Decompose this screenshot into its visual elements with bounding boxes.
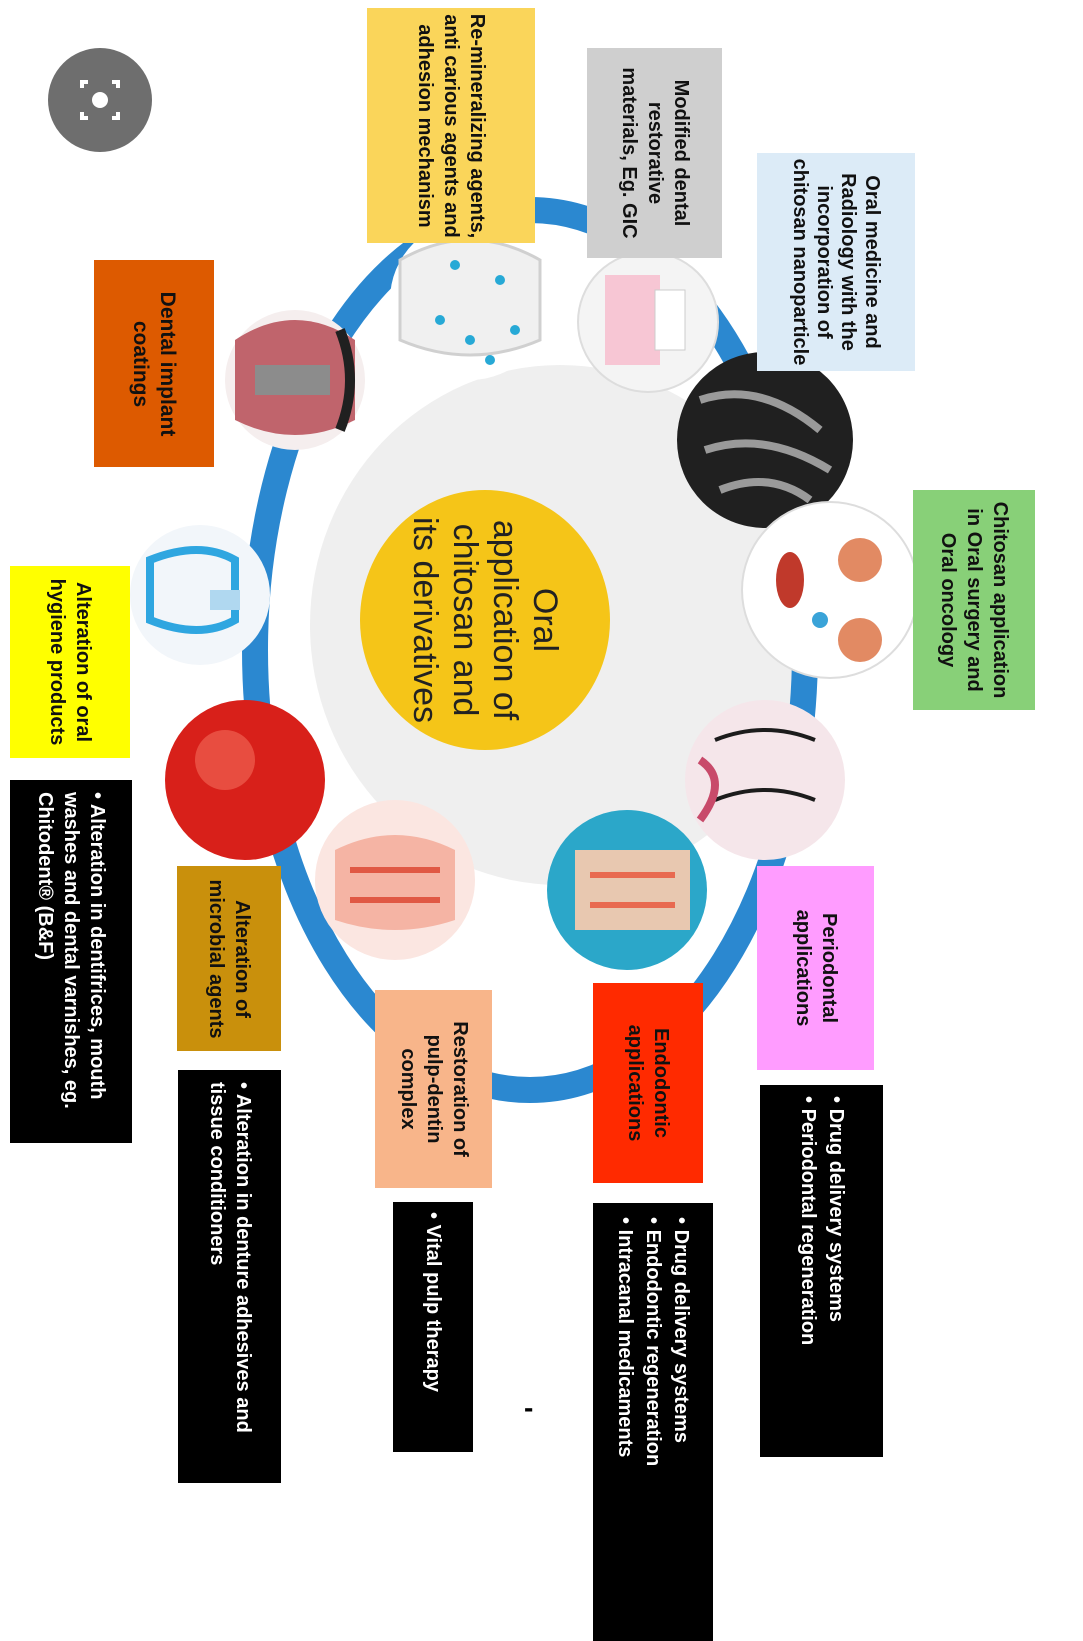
oral-medicine-box: Oral medicine and Radiology with the inc… — [757, 153, 915, 371]
modified-restorative-box: Modified dental restorative materials, E… — [587, 48, 722, 258]
bullet-item: • Endodontic regeneration — [639, 1217, 667, 1627]
microbial-box: Alteration of microbial agents — [177, 866, 281, 1051]
periodontal-teeth-image — [685, 700, 845, 860]
periodontal-box: Periodontal applications — [757, 866, 874, 1070]
remineralizing-box: Re-mineralizing agents, anti carious age… — [367, 8, 535, 243]
modified-restorative-label: Modified dental restorative materials, E… — [616, 53, 694, 253]
center-title: Oral application of chitosan and its der… — [405, 505, 565, 735]
periodontal-bullet-box: • Drug delivery systems • Periodontal re… — [760, 1085, 883, 1457]
microbial-label: Alteration of microbial agents — [203, 871, 255, 1046]
bullet-item: • Vital pulp therapy — [420, 1212, 446, 1442]
vital-pulp-bullet-box: • Vital pulp therapy — [393, 1202, 473, 1452]
dental-implant-label: Dental implant coatings — [127, 274, 181, 454]
denture-bullet-box: • Alteration in denture adhesives and ti… — [178, 1070, 281, 1483]
google-lens-icon[interactable] — [48, 48, 152, 152]
surgery-box: Chitosan application in Oral surgery and… — [913, 490, 1035, 710]
bullet-item: • Intracanal medicaments — [611, 1217, 639, 1627]
endodontic-tooth-image — [547, 810, 707, 970]
remineralizing-label: Re-mineralizing agents, anti carious age… — [412, 13, 490, 238]
periodontal-label: Periodontal applications — [790, 876, 842, 1061]
dash-mark: - — [524, 1392, 533, 1424]
endodontic-box: Endodontic applications — [593, 983, 703, 1183]
implant-image — [225, 310, 365, 450]
remineralizing-tooth-image — [390, 220, 550, 380]
bullet-item: • Alteration in dentifrices, mouth washe… — [32, 792, 110, 1132]
bullet-item: • Drug delivery systems — [667, 1217, 695, 1627]
endodontic-bullet-box: • Drug delivery systems • Endodontic reg… — [593, 1203, 713, 1641]
endodontic-label: Endodontic applications — [622, 991, 674, 1176]
surgery-diagram-image — [742, 502, 918, 678]
surgery-label: Chitosan application in Oral surgery and… — [935, 495, 1013, 705]
oral-hygiene-label: Alteration of oral hygiene products — [44, 572, 96, 752]
center-circle: Oral application of chitosan and its der… — [360, 490, 610, 750]
oral-hygiene-box: Alteration of oral hygiene products — [10, 566, 130, 758]
gic-product-image — [578, 252, 718, 392]
pulp-dentin-tooth-image — [315, 800, 475, 960]
pulp-dentin-label: Restoration of pulp-dentin complex — [395, 999, 473, 1179]
bullet-item: • Drug delivery systems — [822, 1096, 850, 1446]
bullet-item: • Periodontal regeneration — [794, 1096, 822, 1446]
dental-implant-box: Dental implant coatings — [94, 260, 214, 467]
dentifrices-bullet-box: • Alteration in dentifrices, mouth washe… — [10, 780, 132, 1143]
microbial-culture-image — [165, 700, 325, 860]
pulp-dentin-box: Restoration of pulp-dentin complex — [375, 990, 492, 1188]
oral-hygiene-product-image — [130, 525, 270, 665]
oral-medicine-label: Oral medicine and Radiology with the inc… — [788, 157, 884, 367]
bullet-item: • Alteration in denture adhesives and ti… — [204, 1082, 256, 1472]
